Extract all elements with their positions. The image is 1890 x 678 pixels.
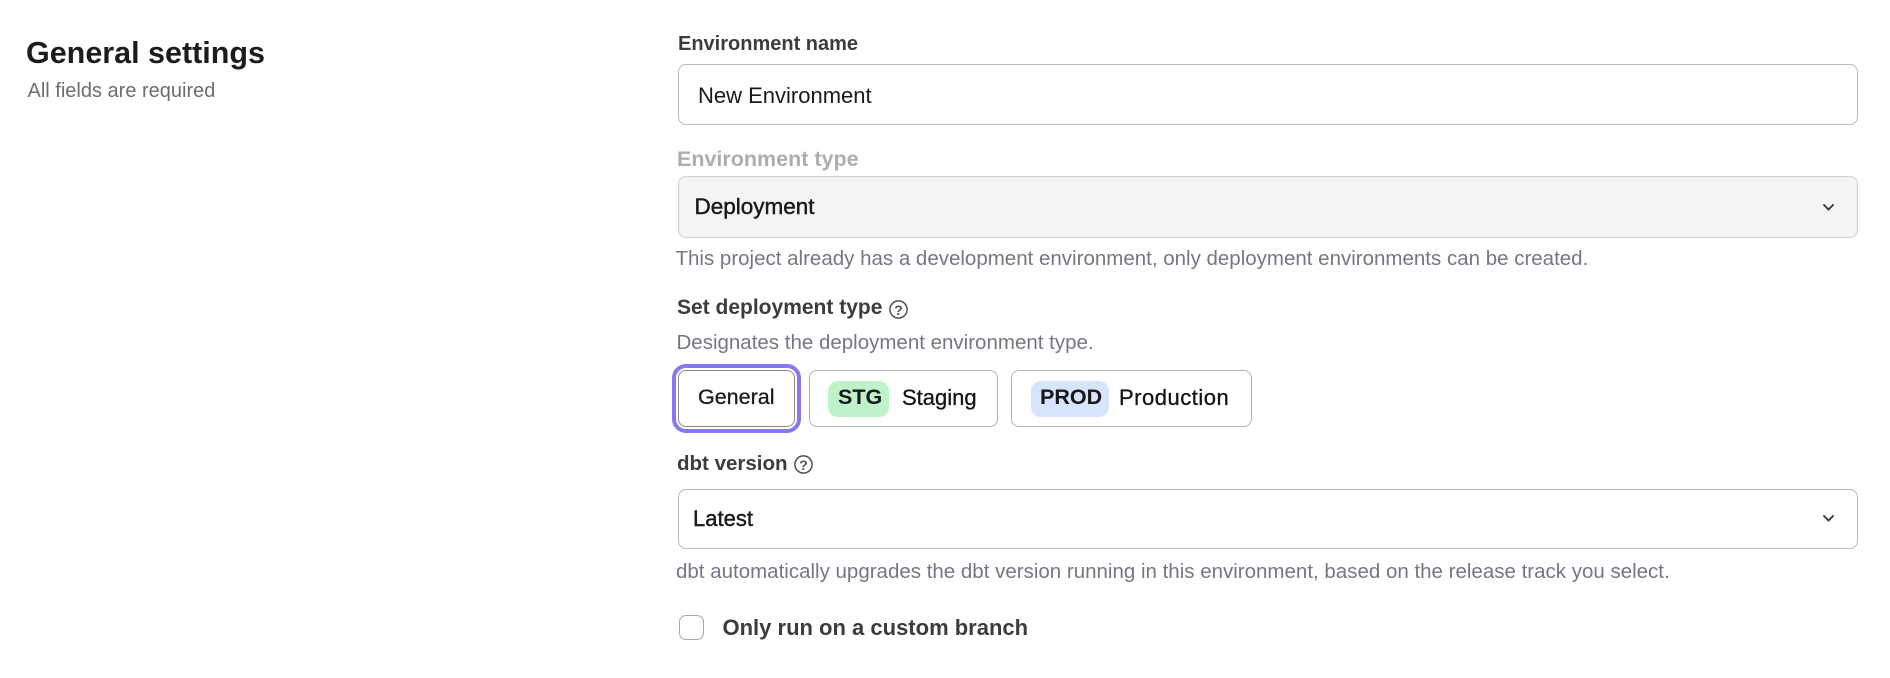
svg-text:?: ? [894,301,903,317]
svg-text:?: ? [799,457,808,473]
